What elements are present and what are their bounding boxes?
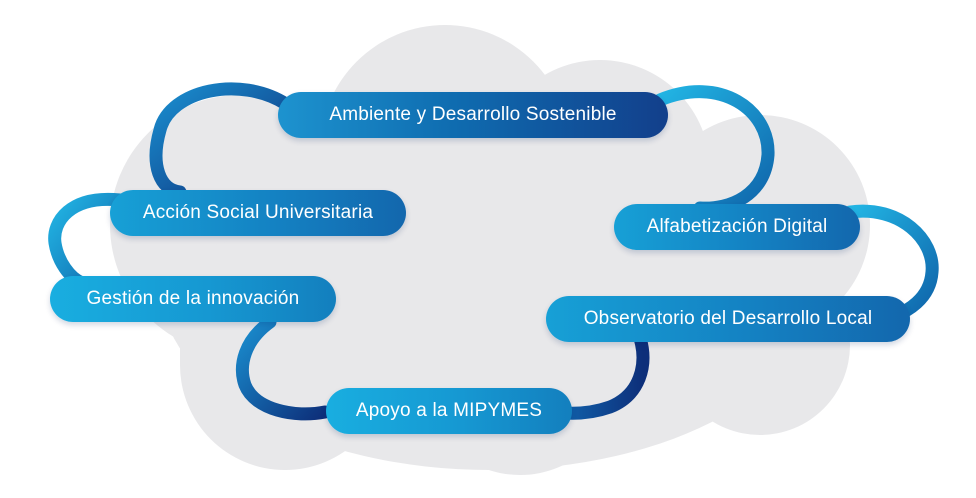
arc-alfabetizacion-observatorio: [843, 204, 939, 322]
node-gestion: Gestión de la innovación: [50, 276, 336, 322]
node-accion: Acción Social Universitaria: [110, 190, 406, 236]
node-label: Acción Social Universitaria: [142, 202, 374, 223]
node-observatorio: Observatorio del Desarrollo Local: [546, 296, 910, 342]
arc-ambiente-accion: [149, 82, 293, 199]
connector-arcs: [48, 82, 939, 421]
node-label: Ambiente y Desarrollo Sostenible: [329, 104, 617, 125]
node-apoyo: Apoyo a la MIPYMES: [326, 388, 572, 434]
arc-ambiente-alfabetizacion: [653, 85, 775, 215]
arc-accion-gestion: [48, 192, 127, 290]
arc-gestion-apoyo: [235, 315, 332, 421]
node-label: Alfabetización Digital: [646, 216, 828, 237]
node-label: Gestión de la innovación: [86, 288, 300, 309]
node-label: Apoyo a la MIPYMES: [355, 400, 543, 421]
node-ambiente: Ambiente y Desarrollo Sostenible: [278, 92, 668, 138]
node-alfabetizacion: Alfabetización Digital: [614, 204, 860, 250]
node-label: Observatorio del Desarrollo Local: [583, 308, 873, 329]
